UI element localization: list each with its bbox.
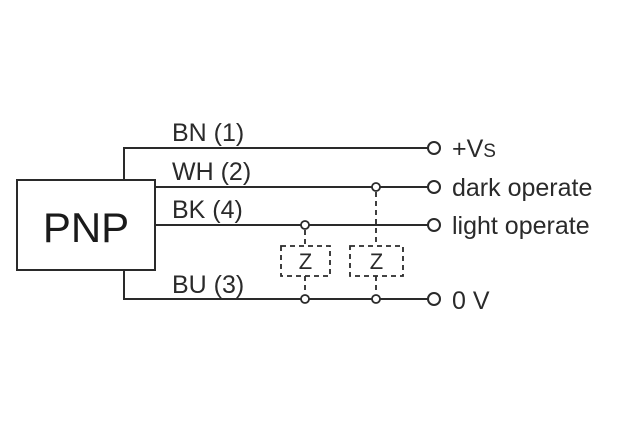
terminal-wh xyxy=(427,180,441,194)
wire-label-wh: WH (2) xyxy=(172,158,251,186)
load-2-label: Z xyxy=(370,249,383,274)
junction-wh-load-2 xyxy=(371,182,381,192)
wire-label-bu: BU (3) xyxy=(172,271,244,299)
terminal-bk xyxy=(427,218,441,232)
terminal-bu xyxy=(427,292,441,306)
wire-label-bn: BN (1) xyxy=(172,119,244,147)
pnp-device-box xyxy=(16,179,156,271)
terminal-label-bu: 0 V xyxy=(452,287,490,315)
wire-bn xyxy=(123,147,428,180)
terminal-bn xyxy=(427,141,441,155)
junction-bk-load-1 xyxy=(300,220,310,230)
junction-bu-load-2 xyxy=(371,294,381,304)
terminal-label-bk: light operate xyxy=(452,212,590,240)
terminal-label-wh: dark operate xyxy=(452,174,592,202)
load-1-label: Z xyxy=(299,249,312,274)
terminal-label-bn-main: +V xyxy=(452,135,484,163)
junction-bu-load-1 xyxy=(300,294,310,304)
terminal-label-bn-sub: S xyxy=(483,141,496,162)
wire-bu xyxy=(123,270,428,300)
wire-label-bk: BK (4) xyxy=(172,196,243,224)
terminal-label-bn: +VS xyxy=(452,135,496,163)
pnp-device-label: PNP xyxy=(43,204,129,251)
